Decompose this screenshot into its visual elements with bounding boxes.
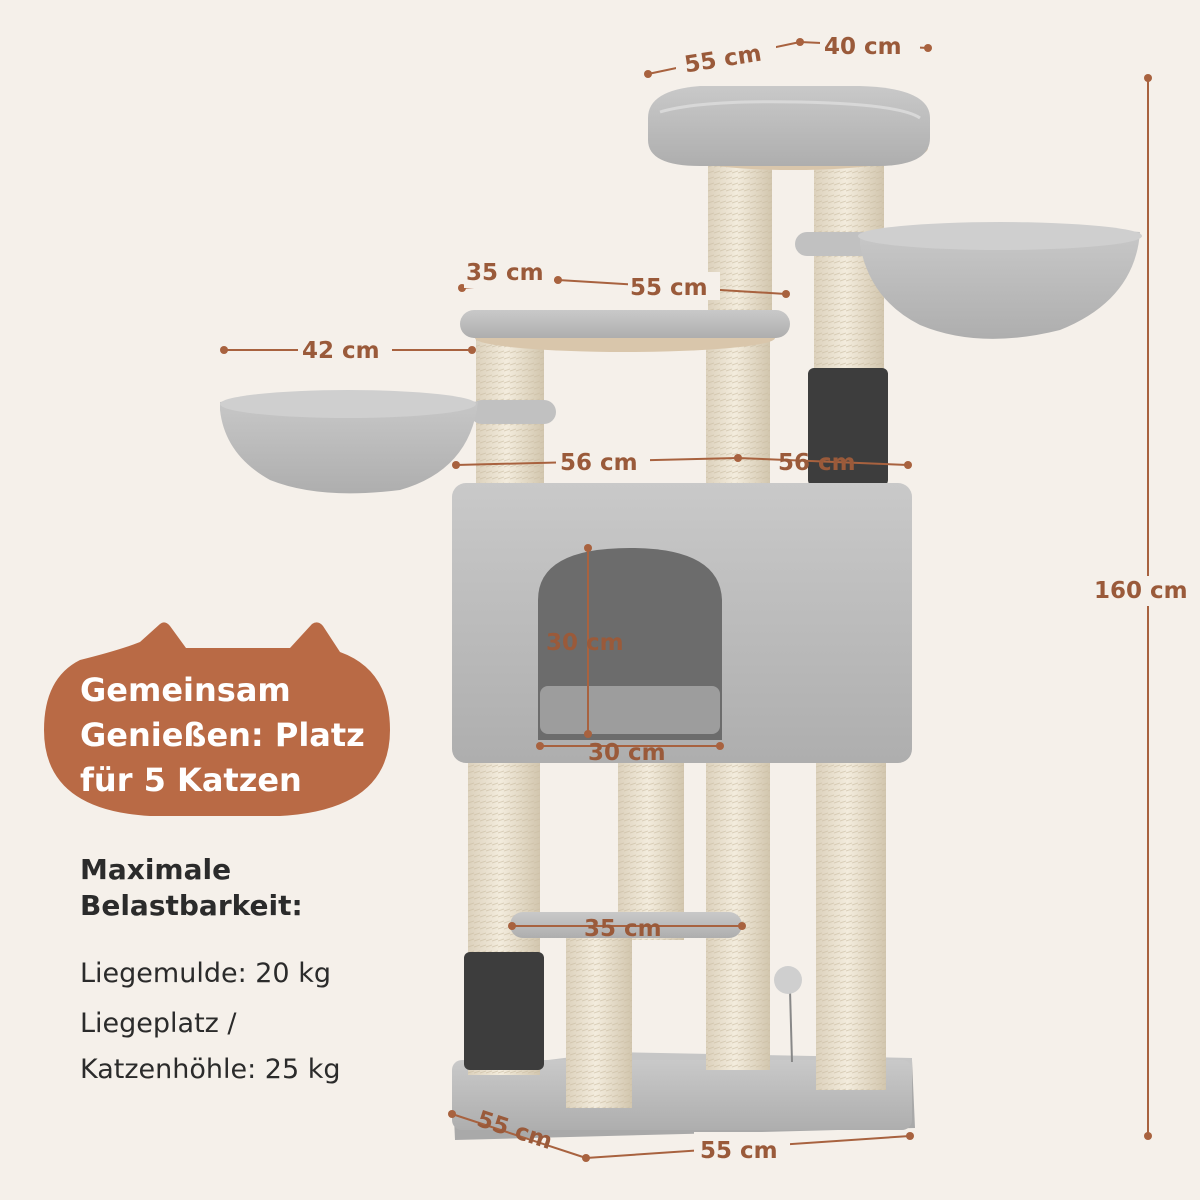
label-cave-opening-height: 30 cm — [546, 630, 624, 656]
label-mid-platform-depth: 35 cm — [466, 260, 544, 286]
cat-head-badge — [44, 622, 390, 816]
left-basket — [220, 390, 556, 494]
load-item-cave: Katzenhöhle: 25 kg — [80, 1054, 341, 1085]
load-capacity-heading: Maximale Belastbarkeit: — [80, 852, 400, 924]
dimension-lines — [220, 38, 1152, 1162]
load-heading-line: Belastbarkeit: — [80, 889, 303, 922]
right-basket — [795, 222, 1142, 339]
load-heading-line: Maximale — [80, 853, 232, 886]
badge-text: Gemeinsam Genießen: Platz für 5 Katzen — [80, 668, 390, 803]
label-cave-width-right: 56 cm — [778, 450, 856, 476]
label-small-platform-width: 35 cm — [584, 916, 662, 942]
load-item-platform: Liegeplatz / — [80, 1008, 237, 1039]
badge-line: Gemeinsam — [80, 671, 291, 709]
label-left-basket-width: 42 cm — [302, 338, 380, 364]
cat-cave — [452, 483, 912, 763]
label-total-height: 160 cm — [1094, 578, 1188, 604]
middle-platform — [460, 310, 790, 352]
load-item-basket: Liegemulde: 20 kg — [80, 958, 331, 989]
badge-line: Genießen: Platz — [80, 716, 365, 754]
label-cave-width-left: 56 cm — [560, 450, 638, 476]
label-base-width: 55 cm — [700, 1138, 778, 1164]
sisal-posts — [468, 140, 886, 1108]
top-platform — [648, 86, 930, 170]
label-top-platform-depth: 40 cm — [824, 34, 902, 60]
label-cave-opening-width: 30 cm — [588, 740, 666, 766]
hanging-toy-ball — [774, 966, 802, 1063]
label-mid-platform-width: 55 cm — [630, 275, 708, 301]
grooming-brush — [464, 368, 888, 1070]
badge-line: für 5 Katzen — [80, 761, 302, 799]
